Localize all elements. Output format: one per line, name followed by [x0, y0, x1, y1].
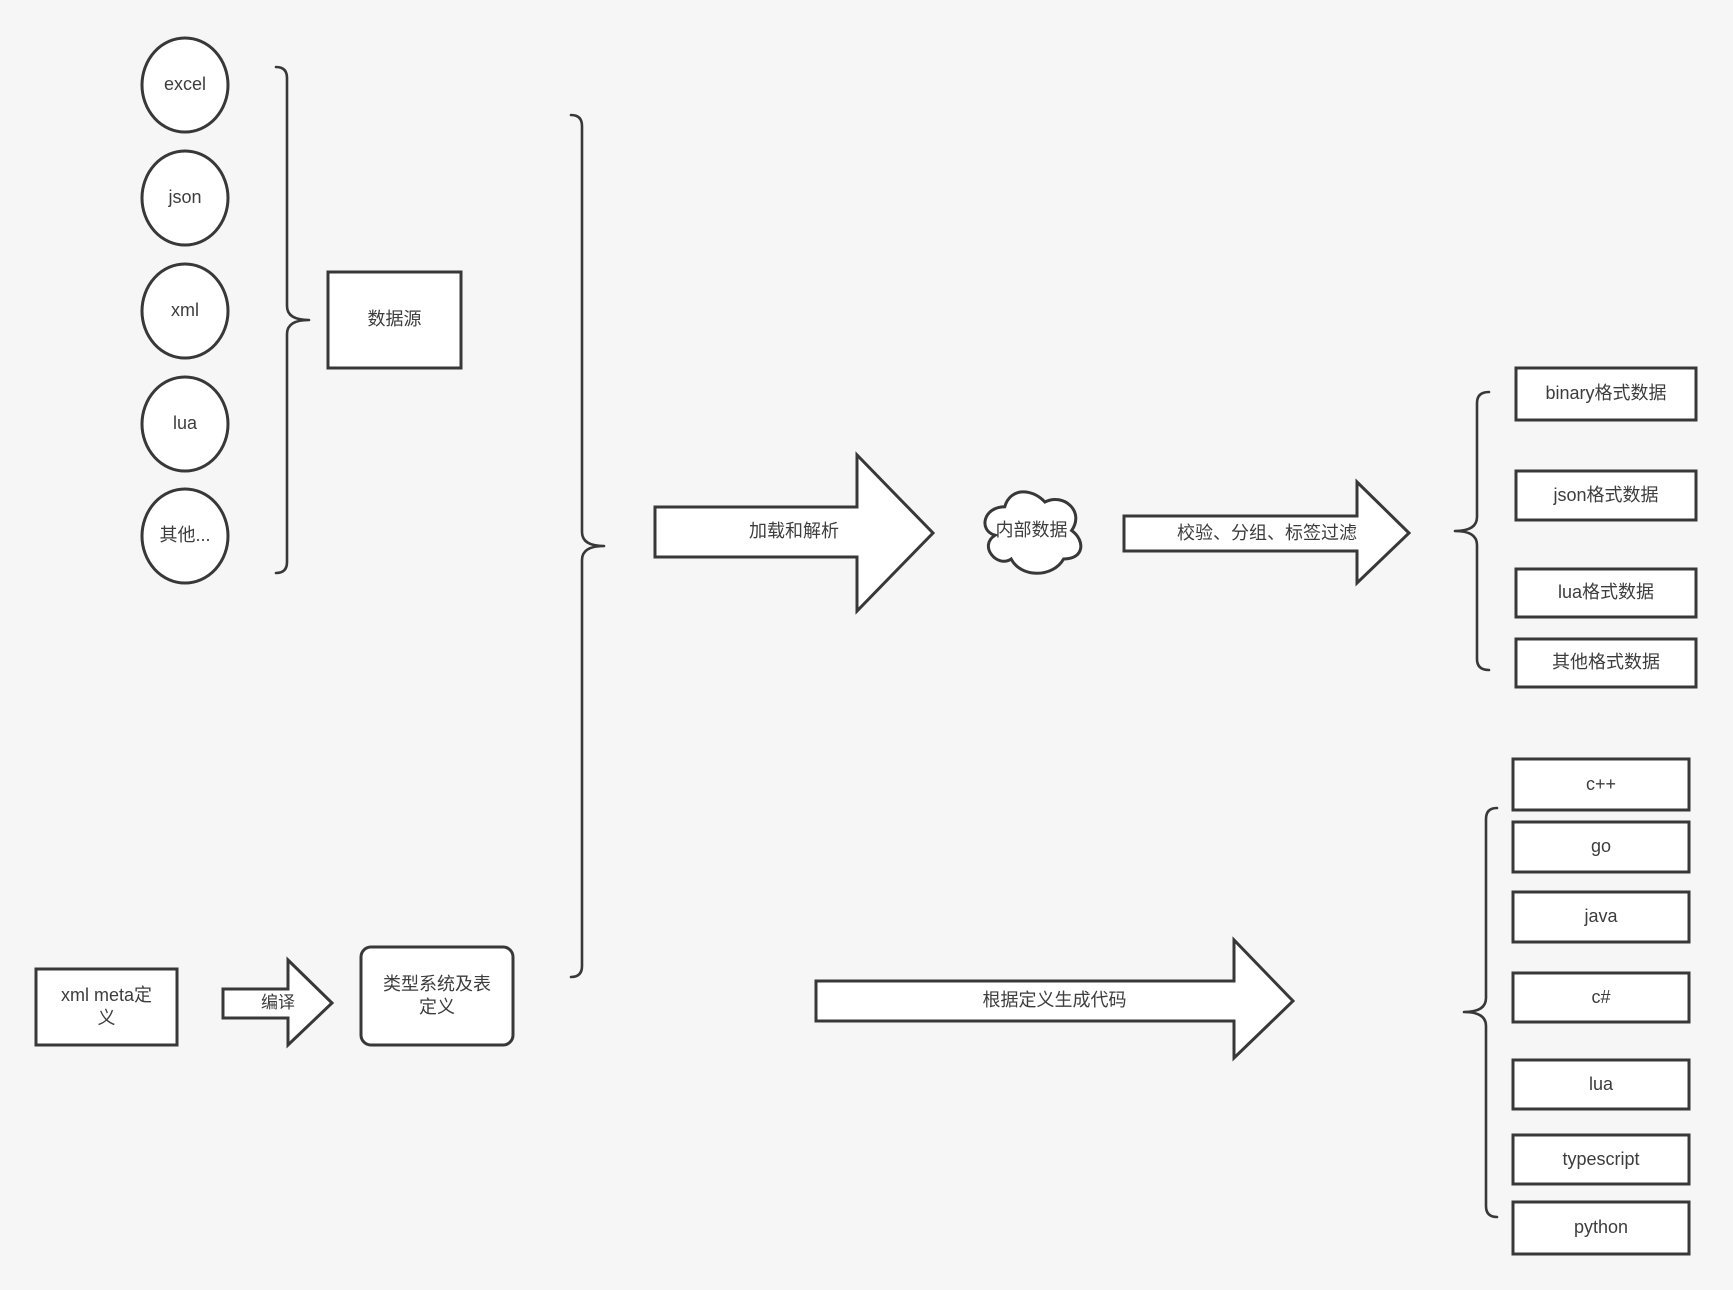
label-format-other: 其他格式数据	[1552, 652, 1660, 673]
node-other	[140, 487, 230, 585]
box-data-source	[326, 270, 463, 370]
label-lang-typescript: typescript	[1562, 1148, 1640, 1169]
box-xml-meta	[34, 967, 179, 1047]
box-format-other	[1514, 637, 1698, 689]
arrow-codegen	[814, 936, 1296, 1062]
label-other: 其他...	[159, 525, 211, 546]
label-xml-meta: xml meta定义	[60, 984, 152, 1028]
label-type-system: 类型系统及表定义	[383, 973, 491, 1017]
label-lang-java: java	[1584, 906, 1618, 927]
box-type-system	[359, 945, 515, 1047]
label-lang-lua: lua	[1588, 1073, 1614, 1094]
brace-formats	[1453, 390, 1491, 672]
label-lang-csharp: c#	[1591, 986, 1611, 1007]
box-lang-java	[1511, 890, 1691, 944]
label-excel: excel	[163, 74, 207, 95]
arrow-compile	[221, 956, 335, 1049]
label-lang-cpp: c++	[1585, 773, 1617, 794]
cloud-internal-data	[983, 490, 1083, 575]
arrow-validate-filter	[1122, 478, 1412, 587]
label-format-json: json格式数据	[1553, 484, 1659, 505]
box-format-binary	[1514, 366, 1698, 422]
box-lang-python	[1511, 1200, 1691, 1256]
label-internal-data: 内部数据	[995, 519, 1068, 540]
label-generate-code: 根据定义生成代码	[982, 990, 1127, 1011]
label-data-source: 数据源	[367, 309, 422, 330]
label-xml: xml	[171, 300, 199, 321]
brace-main	[569, 113, 606, 979]
box-lang-cpp	[1511, 757, 1691, 812]
label-load-parse: 加载和解析	[749, 521, 839, 542]
brace-sources	[274, 65, 311, 575]
box-lang-csharp	[1511, 971, 1691, 1024]
label-lang-go: go	[1590, 836, 1612, 857]
box-lang-go	[1511, 820, 1691, 874]
label-compile: 编译	[261, 993, 295, 1013]
label-format-lua: lua格式数据	[1557, 582, 1655, 603]
box-lang-typescript	[1511, 1133, 1691, 1186]
node-json	[140, 149, 230, 247]
label-lang-python: python	[1573, 1217, 1629, 1238]
box-format-lua	[1514, 567, 1698, 619]
box-lang-lua	[1511, 1058, 1691, 1111]
label-format-binary: binary格式数据	[1545, 383, 1667, 404]
node-lua	[140, 375, 230, 473]
box-format-json	[1514, 469, 1698, 522]
arrow-load-parse	[653, 451, 936, 615]
label-json: json	[168, 187, 202, 208]
label-lua: lua	[172, 413, 198, 434]
node-excel	[140, 36, 230, 134]
brace-languages	[1462, 806, 1499, 1219]
node-xml	[140, 262, 230, 360]
label-validate-filter: 校验、分组、标签过滤	[1177, 522, 1357, 543]
